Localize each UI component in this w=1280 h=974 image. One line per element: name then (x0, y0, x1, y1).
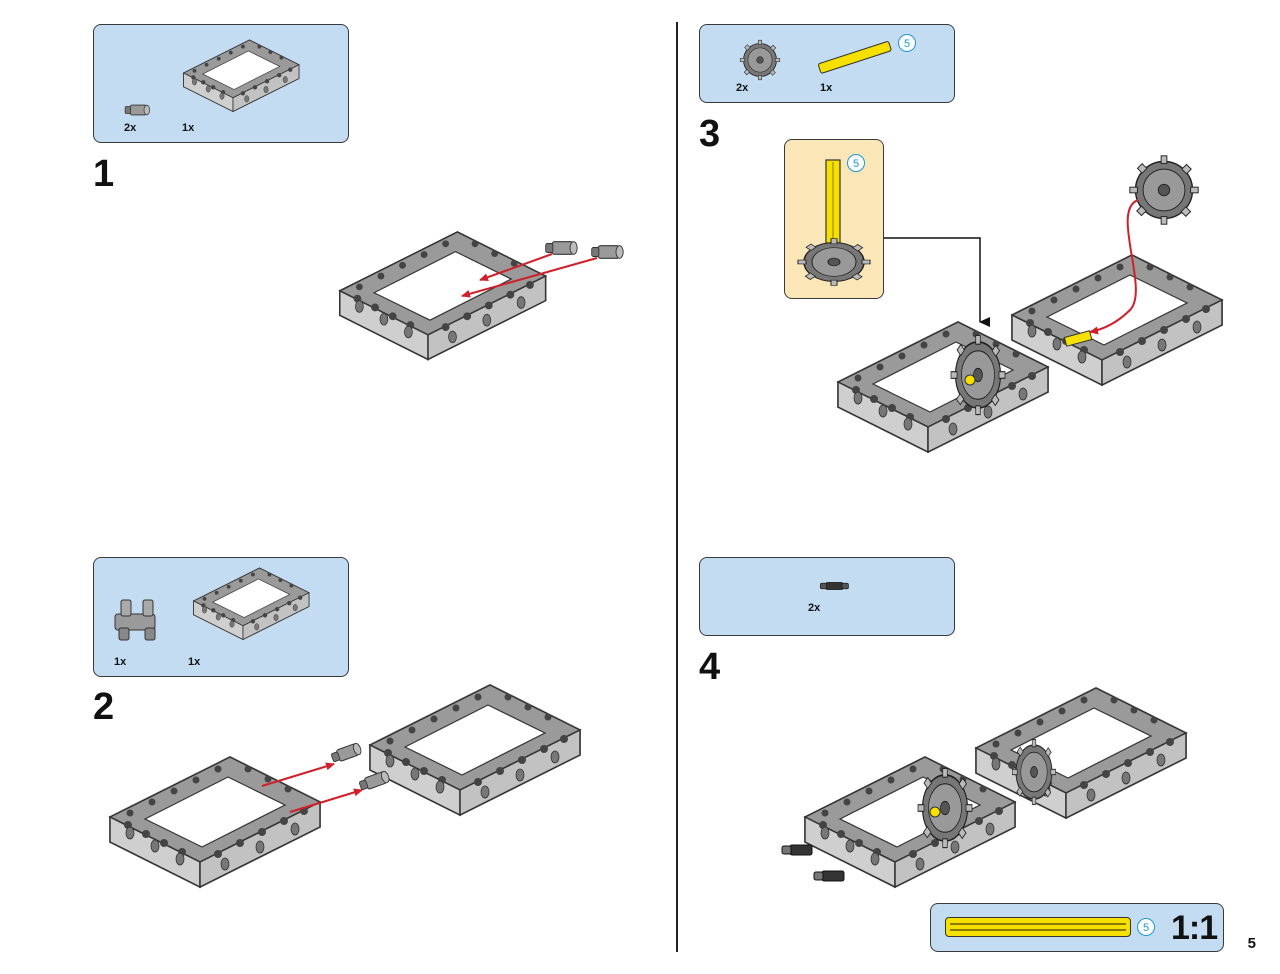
step3-qty-2: 1x (820, 82, 833, 94)
scale-axle-length-badge: 5 (1137, 918, 1155, 936)
step3-number: 3 (699, 113, 721, 155)
step3-arrow (1089, 199, 1139, 335)
step3-part-gear (739, 39, 781, 81)
step1-qty-1: 2x (124, 122, 137, 134)
step3-callout-gear (797, 237, 871, 287)
step4-number: 4 (699, 646, 721, 688)
scale-axle-icon (945, 917, 1131, 937)
step2-qty-1: 1x (114, 656, 127, 668)
step2-pin-lower (357, 769, 391, 793)
step4-pin-lower (813, 870, 845, 882)
step2-pin-upper (329, 741, 363, 765)
step2-qty-2: 1x (188, 656, 201, 668)
step2-frame-right (369, 684, 581, 816)
step2-part-frame (193, 567, 310, 640)
step1-arrow-1 (479, 253, 553, 282)
step1-frame (339, 231, 547, 361)
page-number: 5 (1247, 935, 1256, 952)
step1-number: 1 (93, 153, 115, 195)
step4-parts-box: 2x (699, 557, 955, 636)
step3-pointer-arrow (884, 237, 990, 327)
step4-pin-upper (781, 844, 813, 856)
column-divider (676, 22, 678, 952)
step1-pin-2 (591, 245, 624, 259)
step3-axle-installed (1063, 330, 1093, 347)
step2-number: 2 (93, 686, 115, 728)
callout-axle-length-badge: 5 (847, 154, 865, 172)
scale-reference-box: 5 1:1 (930, 903, 1224, 952)
step4-part-pin (820, 582, 849, 590)
step1-pin-1 (545, 241, 578, 255)
step3-gear-floating (1129, 155, 1199, 225)
step2-arrow-1 (261, 762, 335, 787)
step2-part-double-pin (114, 599, 156, 641)
step1-arrow-2 (461, 257, 598, 298)
step1-part-frame (183, 39, 300, 112)
step1-qty-2: 1x (182, 122, 195, 134)
scale-label: 1:1 (1171, 909, 1218, 947)
step3-gear-installed (950, 334, 1006, 416)
step1-part-pin (124, 104, 151, 116)
step4-gear-left (917, 767, 973, 849)
step4-qty-1: 2x (808, 602, 821, 614)
step4-gear-right (1011, 738, 1057, 806)
axle-length-badge: 5 (898, 34, 916, 52)
step2-arrow-2 (289, 788, 363, 813)
step2-frame-left (109, 756, 321, 888)
step3-part-axle (818, 41, 892, 74)
step3-qty-1: 2x (736, 82, 749, 94)
